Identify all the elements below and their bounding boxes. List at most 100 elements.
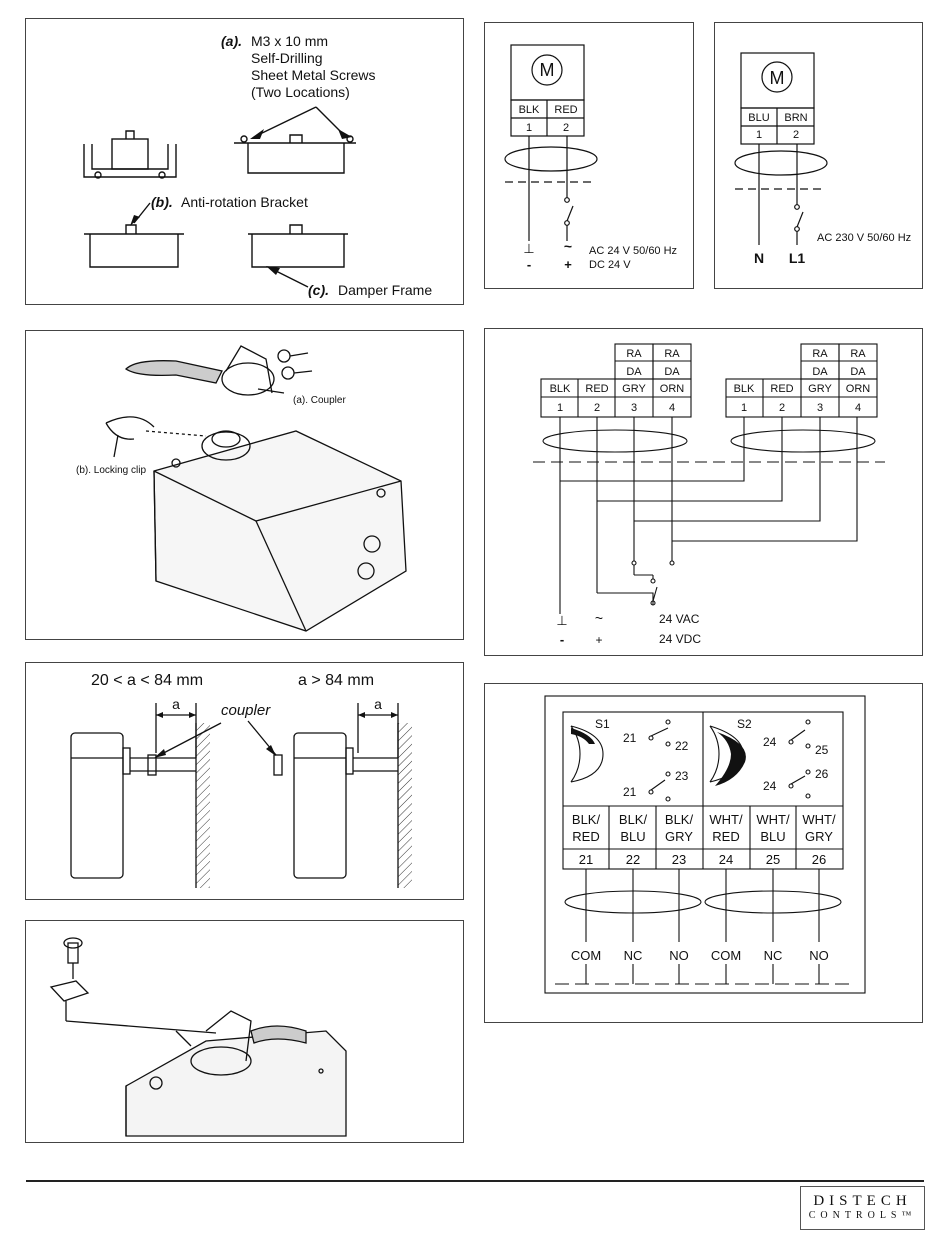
ra-label: RA: [664, 348, 680, 360]
bracket-screw-drawing: [49, 937, 347, 1137]
screws-tag: (a).: [221, 33, 242, 49]
logo-line1: DISTECH: [813, 1193, 912, 1209]
term-1: 1: [756, 129, 762, 141]
wire-brn: BRN: [784, 112, 807, 124]
coupler-install-drawing: (a). Coupler (b). Locking clip: [76, 345, 407, 632]
wire-top: WHT/: [709, 812, 743, 827]
minus-symbol: -: [560, 632, 564, 647]
wire-bottom: BLU: [620, 829, 645, 844]
motor-symbol: M: [540, 60, 555, 80]
screws-line2: Self-Drilling: [251, 50, 323, 66]
screws-line1: M3 x 10 mm: [251, 33, 328, 49]
neutral-label: N: [754, 250, 764, 266]
term-3: 3: [817, 402, 823, 414]
wiring-230v-panel: M BLU BRN 1 2 N L1 AC 230 V 50/60 Hz: [714, 22, 923, 289]
switch-num: 21: [623, 785, 637, 799]
switch-num: 26: [815, 767, 829, 781]
switch-num: 24: [763, 735, 777, 749]
contact-label: NO: [669, 948, 689, 963]
supply-vdc: 24 VDC: [659, 632, 701, 646]
wiring-24v-diagram: M BLK RED 1 2 ⊥ ~ - + AC 24 V 50/60 Hz D…: [504, 44, 677, 272]
ra-label: RA: [850, 348, 866, 360]
plus-symbol: +: [595, 633, 602, 647]
wire-top: WHT/: [802, 812, 836, 827]
shaft-length-panel: 20 < a < 84 mm a > 84 mm a a coupler: [25, 662, 464, 900]
wire-blu: BLU: [748, 112, 769, 124]
aux-term: 22: [626, 852, 640, 867]
wire-blk: BLK: [519, 104, 540, 116]
wire-top: BLK/: [572, 812, 601, 827]
wire-gry: GRY: [622, 383, 646, 395]
supply-ac: AC 24 V 50/60 Hz: [589, 245, 677, 257]
term-2: 2: [779, 402, 785, 414]
shaft-length-diagram: 20 < a < 84 mm a > 84 mm a a coupler: [70, 672, 412, 888]
contact-label: COM: [711, 948, 741, 963]
wire-orn: ORN: [846, 383, 871, 395]
wire-gry: GRY: [808, 383, 832, 395]
locking-clip-callout: (b). Locking clip: [76, 465, 146, 476]
wire-blk: BLK: [550, 383, 571, 395]
aux-switch-diagram: S1 S2 21 22 21 23 24 25 24 26 BLK/ BLK/ …: [544, 695, 866, 994]
wire-bottom: GRY: [805, 829, 833, 844]
parallel-wiring-diagram: RA DA RA DA RA DA RA DA BLK RED GRY ORN …: [533, 343, 885, 647]
aux-term: 26: [812, 852, 826, 867]
wire-orn: ORN: [660, 383, 685, 395]
ground-symbol: ⊥: [523, 241, 534, 256]
screws-line4: (Two Locations): [251, 84, 350, 100]
wire-bottom: GRY: [665, 829, 693, 844]
screws-line3: Sheet Metal Screws: [251, 67, 376, 83]
frame-tag: (c).: [308, 282, 329, 298]
coupler-install-panel: (a). Coupler (b). Locking clip: [25, 330, 464, 640]
aux-switch-panel: S1 S2 21 22 21 23 24 25 24 26 BLK/ BLK/ …: [484, 683, 923, 1023]
aux-term: 21: [579, 852, 593, 867]
ra-label: RA: [812, 348, 828, 360]
footer-rule: [26, 1180, 924, 1182]
term-2: 2: [563, 122, 569, 134]
da-label: DA: [664, 366, 680, 378]
distech-logo: DISTECH CONTROLS™: [800, 1186, 925, 1230]
switch-num: 22: [675, 739, 689, 753]
supply-vac: 24 VAC: [659, 612, 700, 626]
ac-symbol: ~: [595, 610, 603, 626]
aux-term: 25: [766, 852, 780, 867]
contact-label: NC: [764, 948, 783, 963]
contact-label: COM: [571, 948, 601, 963]
wire-bottom: RED: [572, 829, 599, 844]
s2-label: S2: [737, 717, 752, 731]
wiring-24v-panel: M BLK RED 1 2 ⊥ ~ - + AC 24 V 50/60 Hz D…: [484, 22, 694, 289]
bracket-label: Anti-rotation Bracket: [181, 194, 308, 210]
wiring-230v-diagram: M BLU BRN 1 2 N L1 AC 230 V 50/60 Hz: [734, 52, 911, 266]
term-1: 1: [741, 402, 747, 414]
switch-num: 23: [675, 769, 689, 783]
switch-num: 24: [763, 779, 777, 793]
plus-symbol: +: [564, 257, 572, 272]
wire-top: WHT/: [756, 812, 790, 827]
coupler-label: coupler: [221, 702, 271, 719]
aux-term: 24: [719, 852, 733, 867]
supply-230v: AC 230 V 50/60 Hz: [817, 232, 911, 244]
term-4: 4: [669, 402, 675, 414]
range-label-short: 20 < a < 84 mm: [91, 672, 203, 689]
wire-red: RED: [554, 104, 577, 116]
da-label: DA: [626, 366, 642, 378]
mounting-diagram-panel: (a). M3 x 10 mm Self-Drilling Sheet Meta…: [25, 18, 464, 305]
mounting-diagram: (a). M3 x 10 mm Self-Drilling Sheet Meta…: [83, 33, 432, 298]
line-label: L1: [789, 250, 806, 266]
aux-term: 23: [672, 852, 686, 867]
wire-blk: BLK: [734, 383, 755, 395]
term-4: 4: [855, 402, 861, 414]
da-label: DA: [850, 366, 866, 378]
ra-label: RA: [626, 348, 642, 360]
wire-red: RED: [770, 383, 793, 395]
wire-top: BLK/: [619, 812, 648, 827]
ra-da-labels: RA DA RA DA RA DA RA DA: [626, 348, 866, 378]
a-dimension-left: a: [172, 696, 180, 712]
contact-label: NC: [624, 948, 643, 963]
parallel-wiring-panel: RA DA RA DA RA DA RA DA BLK RED GRY ORN …: [484, 328, 923, 656]
motor-symbol: M: [770, 68, 785, 88]
logo-line2: CONTROLS™: [808, 1210, 917, 1221]
a-dimension-right: a: [374, 696, 382, 712]
term-1: 1: [526, 122, 532, 134]
ground-symbol: ⊥: [556, 613, 567, 628]
wire-bottom: BLU: [760, 829, 785, 844]
